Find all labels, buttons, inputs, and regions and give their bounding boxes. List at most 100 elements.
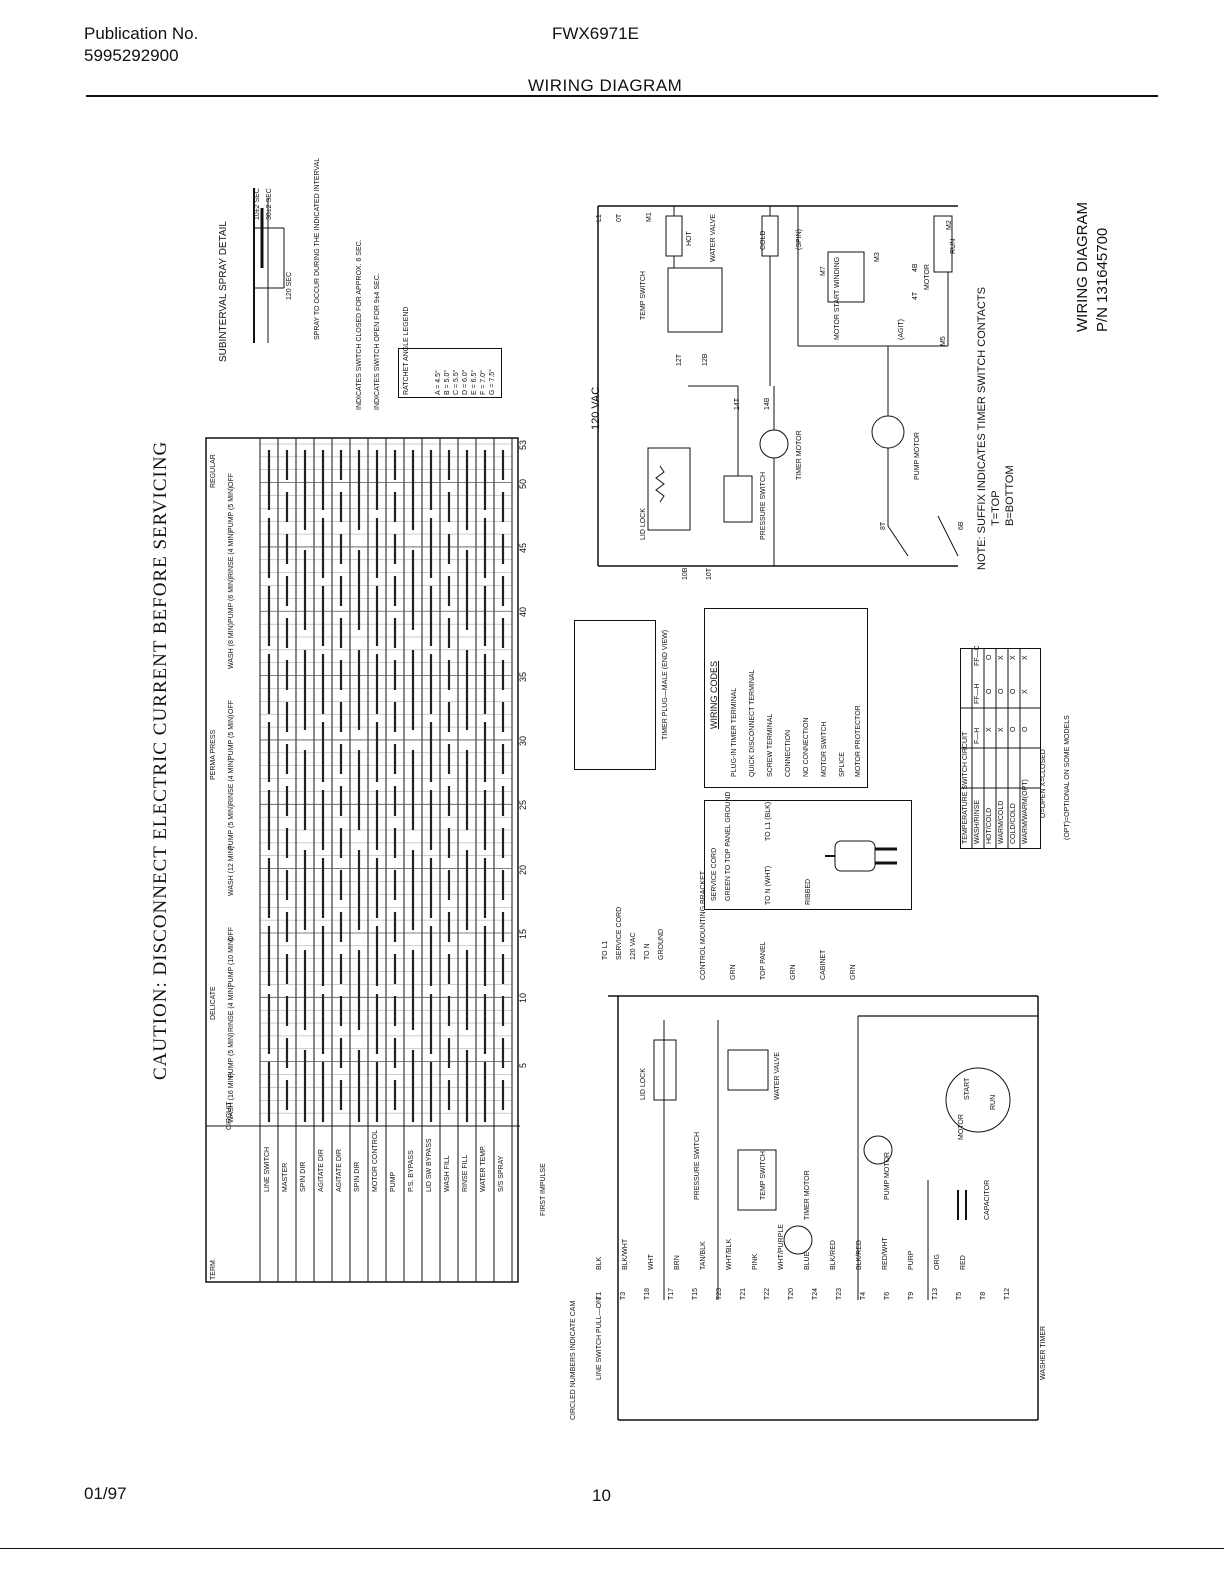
- wire-color-label: BRN: [674, 1255, 681, 1270]
- service-cord-ground: GREEN TO TOP PANEL GROUND: [725, 791, 732, 901]
- wire-color-label: TAN/BLK: [700, 1241, 707, 1270]
- wire-color-label: BLK/RED: [830, 1240, 837, 1270]
- terminal-12t: 12T: [676, 353, 683, 366]
- temp-table-header: FF—C: [974, 645, 981, 666]
- circuit-label: LINE SWITCH: [264, 1146, 271, 1192]
- ladder-component-label: LID LOCK: [640, 1068, 647, 1100]
- ground-label: GRN: [730, 964, 737, 980]
- wiring-code-row: QUICK DISCONNECT TERMINAL: [749, 669, 756, 777]
- temp-cell: O: [986, 654, 993, 660]
- circuit-label: S/S SPRAY: [498, 1155, 505, 1192]
- terminal-10t: 10T: [706, 567, 713, 580]
- cycle-delicate: DELICATE: [210, 986, 217, 1020]
- subinterval-t3: 120 SEC: [286, 271, 293, 300]
- circuit-label: WASH FILL: [444, 1155, 451, 1192]
- scale-number: 15: [518, 928, 528, 939]
- ground-label: TOP PANEL: [760, 941, 767, 980]
- ladder-top-label: TO L1: [602, 940, 609, 960]
- ratchet-row: B = 5.0°: [444, 369, 451, 395]
- wiring-code-row: SCREW TERMINAL: [767, 713, 774, 777]
- temp-legend-2: (OPT)=OPTIONAL ON SOME MODELS: [1064, 715, 1071, 840]
- temp-cell: O: [1010, 726, 1017, 732]
- wire-color-label: WHT/PURPLE: [778, 1224, 785, 1270]
- wiring-codes-title: WIRING CODES: [709, 660, 719, 729]
- circuit-label: SPIN DIR: [300, 1161, 307, 1192]
- terminal-4t: 4T: [912, 291, 919, 300]
- segment-label: OFF: [228, 472, 235, 487]
- motor-start-winding-label: MOTOR START WINDING: [834, 256, 841, 340]
- circuit-label: AGITATE DIR: [318, 1149, 325, 1192]
- subinterval-t2: 30±2 SEC: [266, 188, 273, 220]
- ladder-top-label: TO N: [644, 943, 651, 960]
- pressure-switch-label: PRESSURE SWITCH: [760, 471, 767, 540]
- scale-number: 40: [518, 607, 528, 618]
- terminal-0t: 0T: [616, 213, 623, 222]
- segment-label: RINSE (4 MIN): [228, 985, 235, 1033]
- footer-date: 01/97: [84, 1484, 127, 1503]
- pump-motor-label: PUMP MOTOR: [914, 432, 921, 480]
- terminal-14b: 14B: [764, 397, 771, 410]
- scale-number: 25: [518, 800, 528, 811]
- wire-color-label: ORG: [934, 1254, 941, 1270]
- timer-terminal-label: T4: [860, 1291, 867, 1300]
- ladder-component-label: PUMP MOTOR: [884, 1152, 891, 1200]
- lid-lock-label: LID LOCK: [640, 508, 647, 540]
- ratchet-row: C = 5.5°: [453, 369, 460, 395]
- terminal-m7: M7: [820, 266, 827, 276]
- publication-label: Publication No.: [84, 24, 199, 43]
- terminal-10b: 10B: [682, 567, 689, 580]
- temperature-switch-table: TEMPERATURE SWITCH CIRCUIT WASH/RINSE F—…: [960, 645, 1052, 850]
- ground-label: CABINET: [820, 949, 827, 980]
- terminal-14t: 14T: [734, 397, 741, 410]
- circuit-label: P.S. BYPASS: [408, 1150, 415, 1192]
- ladder-component-label: START: [964, 1077, 971, 1100]
- circuit-label: LID SW BYPASS: [426, 1138, 433, 1192]
- circuit-header: CIRCUIT: [226, 1101, 233, 1130]
- ground-label: CONTROL MOUNTING BRACKET: [700, 870, 707, 980]
- timer-terminal-label: T17: [668, 1287, 675, 1300]
- ground-label: GRN: [790, 964, 797, 980]
- ratchet-row: F = 7.0°: [480, 370, 487, 395]
- schematic-title: WIRING DIAGRAM: [1074, 202, 1091, 332]
- wiring-code-row: NO CONNECTION: [803, 717, 810, 778]
- terminal-6b: 6B: [958, 521, 965, 530]
- header-rule: [86, 95, 1158, 97]
- service-cord-title: SERVICE CORD: [711, 847, 718, 901]
- temp-table-header: F—H: [974, 727, 981, 744]
- segment-label: RINSE (4 MIN): [228, 758, 235, 805]
- line-switch-label: LINE SWITCH PULL—ON: [596, 1297, 603, 1380]
- terminal-12b: 12B: [702, 353, 709, 366]
- ground-label: GRN: [850, 964, 857, 980]
- timer-terminal-label: T23: [836, 1287, 843, 1300]
- service-cord-ribbed: RIBBED: [805, 878, 812, 905]
- part-number: P/N 131645700: [1094, 227, 1111, 332]
- page-number: 10: [592, 1486, 611, 1505]
- temp-table-header: WASH/RINSE: [974, 799, 981, 844]
- timer-motor-label: TIMER MOTOR: [796, 430, 803, 480]
- scale-number: 30: [518, 735, 528, 746]
- legend-open-note: INDICATES SWITCH OPEN FOR 9±4 SEC.: [374, 273, 381, 410]
- publication-number: 5995292900: [84, 46, 179, 65]
- segment-label: PUMP (6 MIN): [228, 577, 235, 624]
- scale-number: 10: [518, 993, 528, 1004]
- service-cord-plug: [825, 840, 897, 872]
- terminal-m1: M1: [646, 212, 653, 222]
- ratchet-row: D = 6.0°: [462, 369, 469, 395]
- segment-label: OFF: [228, 700, 235, 715]
- first-impulse-label: FIRST IMPULSE: [540, 1163, 547, 1216]
- temp-cell: O: [1022, 726, 1029, 732]
- terminal-8t: 8T: [880, 521, 887, 530]
- hot-label: HOT: [686, 231, 693, 246]
- temp-cell: X: [986, 727, 993, 732]
- temp-row-label: WARM/COLD: [998, 800, 1005, 844]
- schematic-diagram: [597, 205, 959, 567]
- segment-label: WASH (8 MIN): [228, 622, 235, 669]
- caution-text: CAUTION: DISCONNECT ELECTRIC CURRENT BEF…: [150, 440, 171, 1080]
- timer-terminal-label: T8: [980, 1291, 987, 1300]
- subinterval-t1: 10±2 SEC: [254, 188, 261, 220]
- wiring-code-row: PLUG-IN TIMER TERMINAL: [731, 687, 738, 777]
- timer-terminal-label: T5: [956, 1291, 963, 1300]
- temp-row-label: HOT/COLD: [986, 807, 993, 844]
- ladder-component-label: RUN: [990, 1094, 997, 1110]
- temp-cell: X: [1022, 655, 1029, 660]
